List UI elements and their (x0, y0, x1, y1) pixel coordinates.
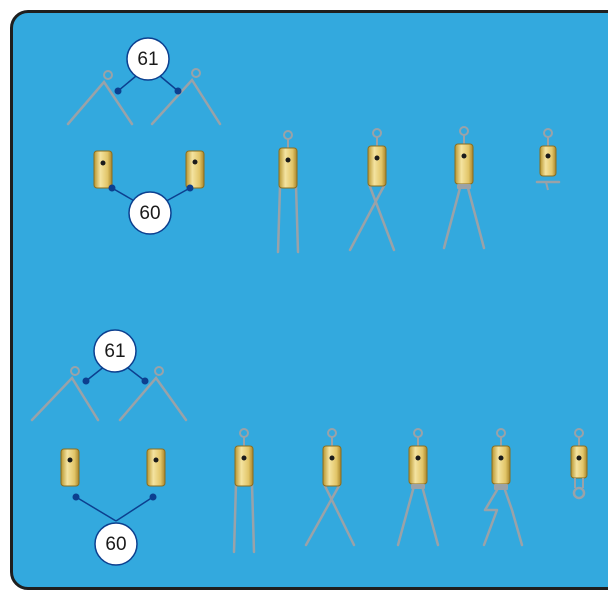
assembly-step-8 (482, 428, 524, 547)
block-right-1 (185, 150, 205, 189)
v-wire-right-1 (150, 68, 222, 126)
v-wire-right-2 (118, 366, 188, 422)
assembly-panel (10, 10, 608, 590)
assembly-step-6 (304, 428, 356, 547)
v-wire-left-1 (66, 70, 134, 126)
callout-label: 61 (104, 341, 125, 362)
assembly-step-7 (396, 428, 440, 547)
callout-label: 60 (139, 203, 160, 224)
group-top: 61 60 (66, 37, 561, 254)
callout-label: 60 (105, 534, 126, 555)
assembly-step-2 (348, 128, 396, 252)
assembly-step-9 (570, 428, 588, 500)
callout-wire-2: 61 (82, 329, 149, 385)
callout-block-2: 60 (72, 493, 157, 566)
assembly-diagram: 61 60 (30, 37, 588, 566)
block-right-2 (146, 448, 166, 487)
assembly-step-1 (276, 130, 300, 254)
assembly-step-5 (232, 428, 256, 554)
callout-block-1: 60 (108, 184, 194, 235)
group-bottom: 61 60 (30, 329, 588, 566)
callout-label: 61 (137, 49, 158, 70)
callout-wire-1: 61 (114, 37, 182, 95)
assembly-step-4 (535, 128, 561, 191)
v-wire-left-2 (30, 366, 100, 422)
block-left-2 (60, 448, 80, 487)
assembly-step-3 (442, 126, 486, 250)
block-left-1 (93, 150, 113, 189)
